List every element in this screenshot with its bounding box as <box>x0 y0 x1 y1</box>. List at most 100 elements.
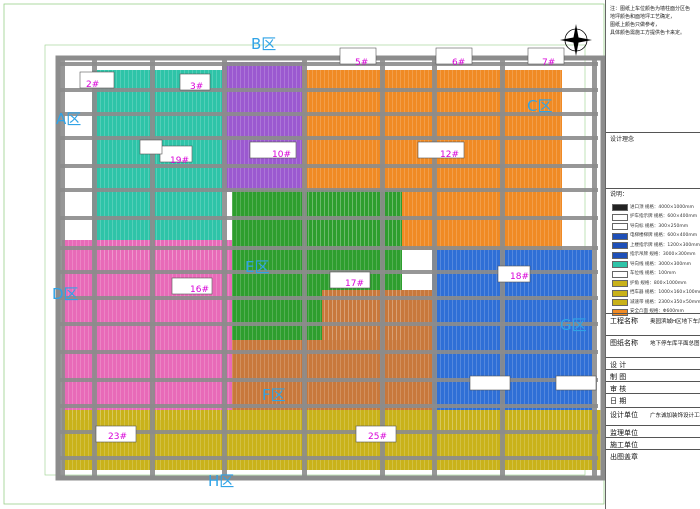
drive-aisle <box>58 246 598 250</box>
note-line: 具体颜色需施工方提供色卡来定。 <box>610 30 686 36</box>
building-number: 16# <box>190 285 209 295</box>
building-number: 2# <box>86 80 100 90</box>
building-number: 25# <box>368 432 387 442</box>
drive-aisle <box>58 88 598 92</box>
row-divider <box>606 381 700 382</box>
building-footprint <box>497 265 531 283</box>
legend-swatch <box>612 280 628 287</box>
drive-aisle <box>58 62 598 66</box>
legend-swatch <box>612 270 628 278</box>
legend-swatch <box>612 289 628 297</box>
title-row-label: 出图盖章 <box>610 453 638 461</box>
building-footprint <box>179 73 211 91</box>
row-divider <box>606 357 700 358</box>
drive-aisle <box>58 296 598 300</box>
building-footprint <box>527 47 565 65</box>
drive-aisle <box>92 58 97 478</box>
title-row-label: 设计单位 <box>610 411 638 419</box>
legend-label: 导向标 规格：300×250mm <box>630 223 689 229</box>
drive-aisle <box>302 58 307 478</box>
building-number: 17# <box>345 279 364 289</box>
zone-label-g: G区 <box>560 316 587 334</box>
drive-aisle <box>432 58 437 478</box>
drive-aisle-layer <box>55 55 606 481</box>
legend-label: 上楼指示牌 规格：1200×300mm <box>630 242 700 248</box>
title-row-value: 地下停车库平面总图 <box>650 341 700 347</box>
title-row-value: 广东诚加装饰设计工程有限公 <box>650 413 700 419</box>
title-row-label: 日 期 <box>610 397 627 405</box>
building-footprint <box>435 47 473 65</box>
note-line: 注：图纸上车位颜色为墙柱面分区色 <box>610 6 691 12</box>
north-arrow-icon <box>560 24 592 56</box>
drive-aisle <box>150 58 155 478</box>
zone-label-h: H区 <box>208 472 235 490</box>
perimeter-ramp <box>55 55 606 481</box>
drive-aisle <box>58 216 598 220</box>
title-row-label: 制 图 <box>610 373 627 381</box>
legend-label: 指示吊牌 规格：3000×300mm <box>630 252 696 257</box>
stall-stripes <box>62 240 232 420</box>
legend-swatch <box>612 223 628 230</box>
building-number: 6# <box>452 58 466 68</box>
building-footprint <box>171 277 213 295</box>
drive-aisle <box>58 378 598 382</box>
drive-aisle <box>592 58 597 478</box>
note-line: 地坪颜色和面地坪工艺确定， <box>610 14 676 20</box>
building-footprint <box>469 375 511 391</box>
zone-label-c: C区 <box>527 97 553 115</box>
drive-aisle <box>58 430 598 434</box>
legend-label: 车位线 规格：100mm <box>630 271 676 276</box>
drive-aisle <box>58 404 598 408</box>
zone-label-d: D区 <box>52 285 79 303</box>
building-footprint <box>417 141 465 159</box>
legend-label: 导向线 规格：3000×300mm <box>630 261 692 267</box>
drive-aisle <box>380 58 385 478</box>
legend-label: 护角 规格：800×1000mm <box>630 280 687 286</box>
legend-swatch <box>612 261 628 268</box>
drive-aisle <box>58 112 598 116</box>
legend-label: 护车指示牌 规格：600×400mm <box>630 214 698 219</box>
legend-swatch <box>612 242 628 249</box>
building-number: 12# <box>440 150 459 160</box>
drive-aisle <box>58 456 598 460</box>
design-concept-title: 设计理念 <box>610 136 635 143</box>
title-row-label: 监理单位 <box>610 429 638 437</box>
building-number: 23# <box>108 432 127 442</box>
title-row-label: 图纸名称 <box>610 339 638 347</box>
row-divider <box>606 335 700 336</box>
title-row-value: 奥园滨城H区地下车库 <box>650 319 700 325</box>
building-number: 5# <box>355 58 369 68</box>
drive-aisle <box>58 164 598 168</box>
title-block: 注：图纸上车位颜色为墙柱面分区色 地坪颜色和面地坪工艺确定， 图纸上颜色只做参考… <box>605 0 700 509</box>
row-divider <box>606 449 700 450</box>
row-divider <box>606 425 700 426</box>
legend-swatch <box>612 299 628 306</box>
drive-aisle <box>58 136 598 140</box>
stall-stripes <box>62 410 602 470</box>
building-footprint <box>249 141 297 159</box>
title-row-label: 施工单位 <box>610 441 638 449</box>
legend-swatch <box>612 251 628 259</box>
legend-label: 减速带 规格：2300×350×50mm <box>630 299 700 305</box>
title-row-label: 设 计 <box>610 361 627 369</box>
building-footprint <box>555 375 597 391</box>
row-divider <box>606 393 700 394</box>
title-row-label: 工程名称 <box>610 317 638 325</box>
legend-swatch <box>612 308 628 316</box>
zone-label-f: F区 <box>262 386 286 404</box>
building-number: 3# <box>190 82 204 92</box>
title-row-label: 审 核 <box>610 385 627 393</box>
row-divider <box>606 369 700 370</box>
building-footprint <box>139 139 163 155</box>
drive-aisle <box>58 322 598 326</box>
drive-aisle <box>58 188 598 192</box>
building-layer <box>79 47 597 443</box>
explain-title: 说明： <box>610 191 629 198</box>
legend-label: 挡车器 规格：1000×160×100mm <box>630 290 700 295</box>
zone-label-b: B区 <box>251 35 277 53</box>
building-footprint <box>355 425 397 443</box>
building-number: 19# <box>170 156 189 166</box>
building-footprint <box>79 71 115 89</box>
row-divider <box>606 437 700 438</box>
